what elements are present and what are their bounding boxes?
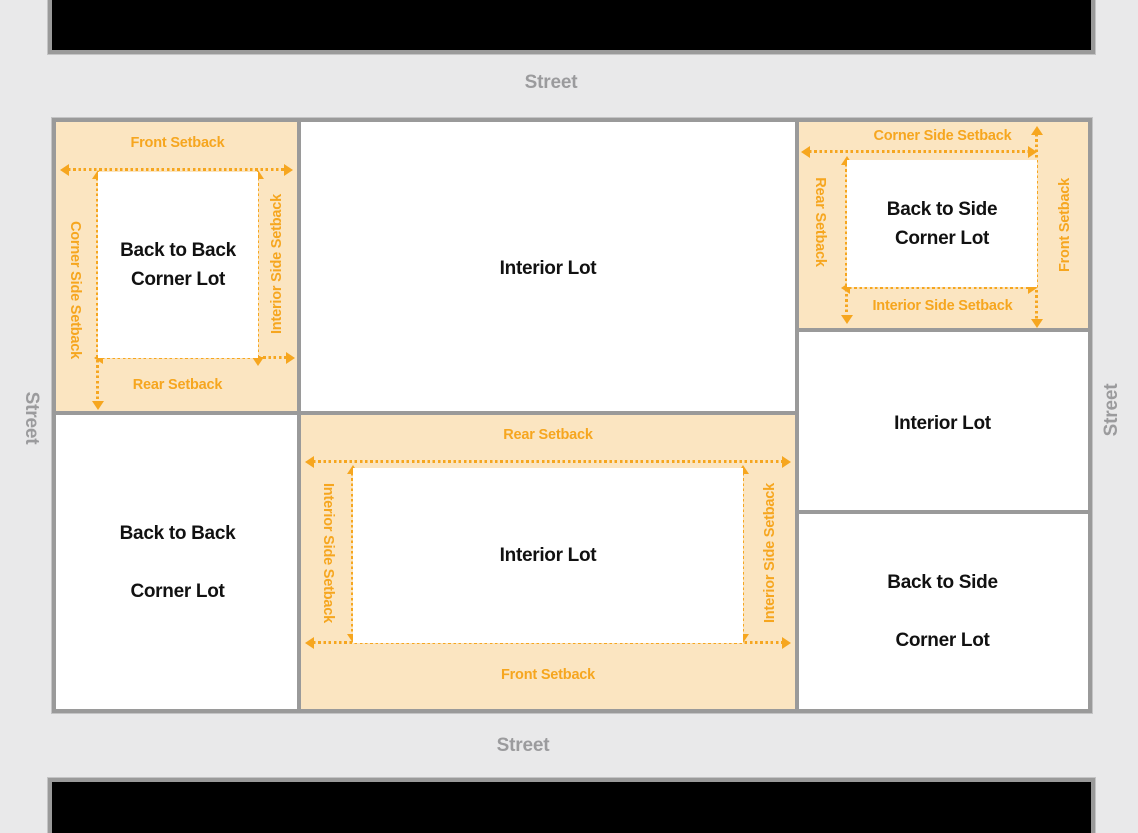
lot-divider-horizontal-right-lower	[795, 510, 1088, 514]
bottom-street-pavement	[48, 778, 1095, 833]
lot-interior-right: Interior Lot	[797, 332, 1088, 514]
interior-side-setback-label-left: Interior Side Setback	[320, 482, 336, 624]
interior-side-setback-label: Interior Side Setback	[872, 298, 1013, 314]
arrow-line	[68, 168, 285, 171]
lot-name: Interior Lot	[499, 545, 597, 566]
lot-name: Back to Back Corner Lot	[120, 240, 236, 290]
lot-divider-vertical-right	[795, 122, 799, 709]
corner-side-setback-label: Corner Side Setback	[67, 220, 83, 360]
front-setback-label: Front Setback	[1057, 177, 1073, 273]
lot-back-to-side-corner-top: Corner Side Setback Rear Setback Front S…	[797, 122, 1088, 332]
lot-name: Back to Side Corner Lot	[887, 572, 998, 651]
corner-side-setback-arrow	[801, 145, 1037, 159]
lot-name: Back to Back Corner Lot	[119, 522, 236, 602]
interior-side-setback-label: Interior Side Setback	[269, 193, 285, 335]
arrow-line	[351, 473, 354, 635]
lot-back-to-back-corner-bottom: Back to Back Corner Lot	[56, 415, 299, 709]
street-label-right: Street	[1101, 383, 1122, 437]
arrow-line	[809, 150, 1029, 153]
buildable-area: Back to Side Corner Lot	[847, 160, 1037, 287]
top-street-pavement	[48, 0, 1095, 54]
arrow-line	[845, 164, 848, 316]
front-setback-label: Front Setback	[130, 135, 225, 151]
street-label-top: Street	[524, 72, 578, 93]
street-label-left: Street	[21, 391, 42, 445]
lot-interior-top: Interior Lot	[299, 122, 797, 415]
rear-setback-arrow	[305, 455, 791, 469]
lot-divider-horizontal-left-middle	[56, 411, 799, 415]
lot-divider-horizontal-right-upper	[795, 328, 1088, 332]
buildable-area: Interior Lot	[353, 468, 743, 643]
lot-name: Back to Side Corner Lot	[886, 198, 998, 249]
interior-side-setback-label-right: Interior Side Setback	[762, 482, 778, 624]
lot-back-to-side-corner-bottom: Back to Side Corner Lot	[797, 514, 1088, 709]
street-label-bottom: Street	[496, 735, 550, 756]
rear-setback-label: Rear Setback	[132, 377, 223, 393]
corner-side-setback-label: Corner Side Setback	[873, 128, 1012, 144]
buildable-area: Back to Back Corner Lot	[98, 172, 258, 358]
arrow-line	[313, 460, 783, 463]
lot-name: Interior Lot	[894, 412, 991, 434]
arrow-line	[96, 178, 99, 402]
rear-setback-label: Rear Setback	[503, 427, 593, 443]
interior-side-setback-arrow	[841, 281, 1037, 295]
front-setback-label: Front Setback	[500, 667, 596, 683]
arrow-line	[849, 286, 1029, 289]
lot-back-to-back-corner-top: Front Setback Corner Side Setback Interi…	[56, 122, 299, 415]
lot-interior-bottom: Rear Setback Interior Side Setback Inter…	[299, 415, 797, 709]
front-setback-arrow	[60, 163, 293, 177]
rear-setback-label: Rear Setback	[812, 177, 828, 267]
city-block: Front Setback Corner Side Setback Interi…	[52, 118, 1092, 713]
lot-name: Interior Lot	[499, 258, 597, 279]
lot-divider-vertical-left	[297, 122, 301, 709]
